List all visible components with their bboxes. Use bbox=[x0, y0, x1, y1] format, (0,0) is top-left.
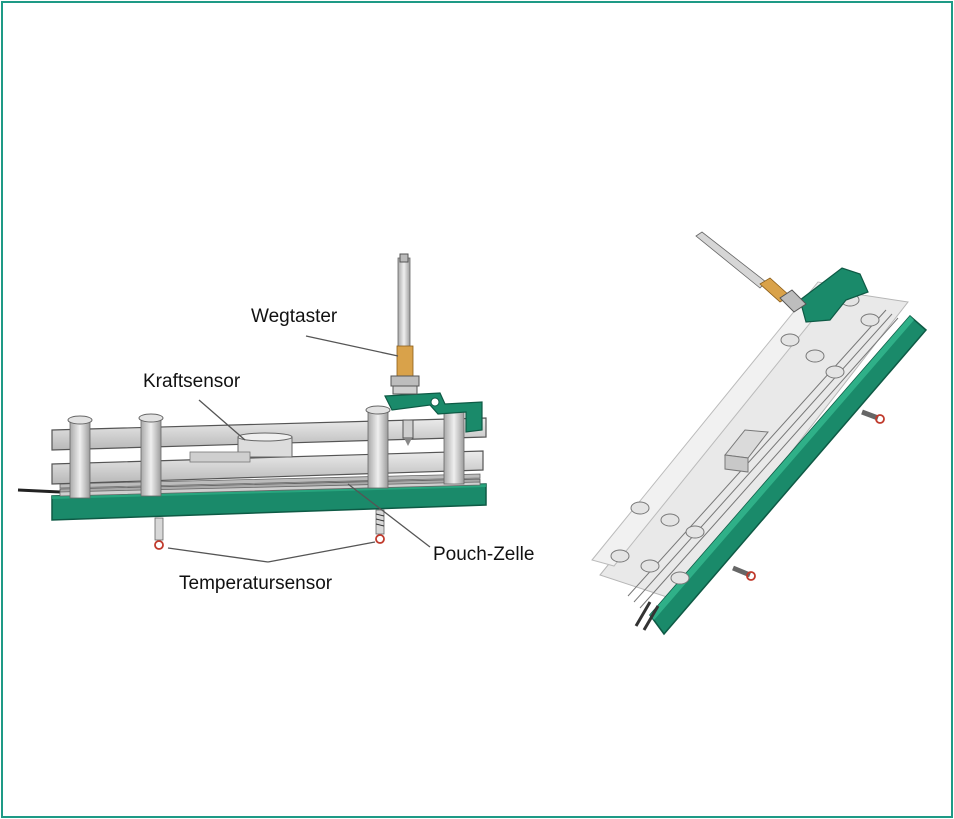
probe-bracket bbox=[384, 392, 483, 433]
leader-lines bbox=[167, 335, 431, 563]
iso-temperature-sensors bbox=[732, 409, 885, 581]
label-wegtaster: Wegtaster bbox=[251, 306, 338, 327]
force-sensor bbox=[189, 432, 293, 463]
iso-base-plate bbox=[649, 314, 928, 636]
label-kraftsensor: Kraftsensor bbox=[143, 371, 241, 392]
label-pouch-zelle: Pouch-Zelle bbox=[433, 544, 534, 565]
displacement-probe bbox=[390, 253, 420, 446]
iso-displacement-probe bbox=[695, 231, 807, 313]
cell-cable bbox=[17, 488, 61, 494]
label-temperatursensor: Temperatursensor bbox=[179, 573, 333, 594]
temperature-sensors bbox=[154, 509, 385, 550]
isometric-view-assembly bbox=[591, 231, 928, 636]
side-view-assembly bbox=[17, 253, 487, 550]
spacer-bolts bbox=[67, 403, 467, 499]
